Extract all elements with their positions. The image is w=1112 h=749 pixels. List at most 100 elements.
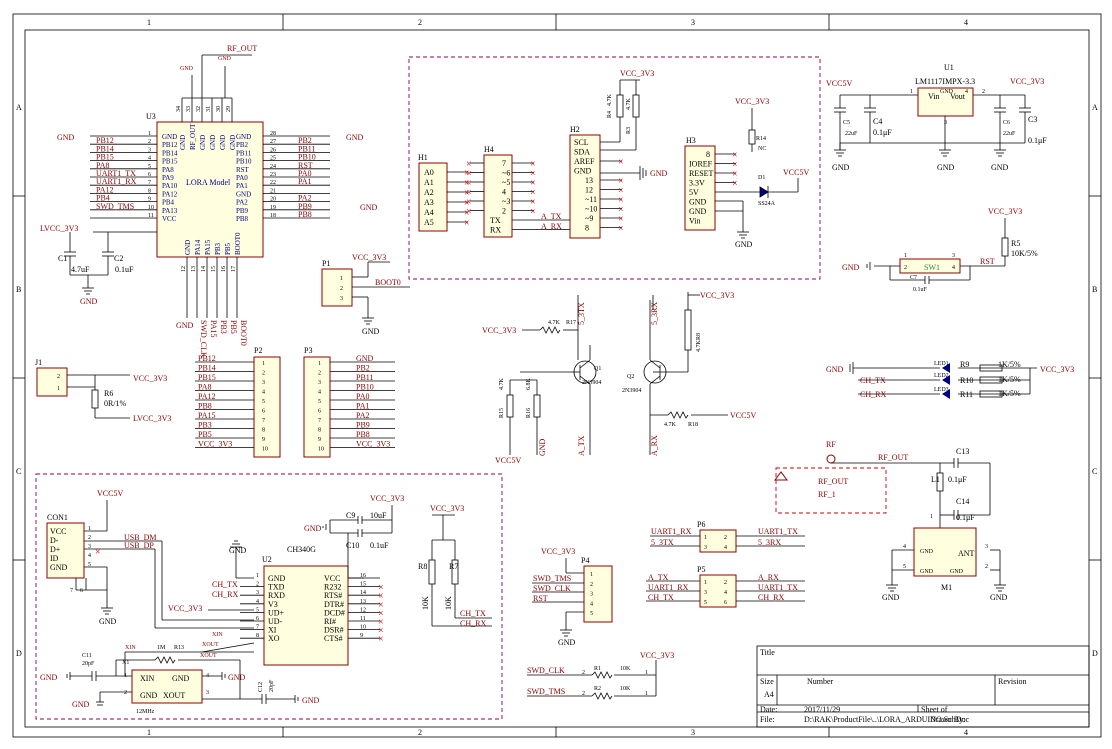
row-label: C: [16, 467, 21, 476]
r14-val: NC: [758, 146, 766, 152]
sw-pin: 3: [952, 253, 955, 259]
pin-name: PA12: [162, 190, 178, 198]
net: 5_3RX: [758, 538, 781, 547]
pin: 9: [262, 437, 265, 443]
r4-val: 4.7K: [607, 94, 613, 107]
vcc-label: VCC_3V3: [988, 207, 1022, 216]
pin: 1: [57, 386, 60, 392]
size-value: A4: [764, 690, 774, 699]
net-label: PA1: [298, 177, 312, 186]
vcc5-label: VCC5V: [495, 456, 521, 465]
vcc3-label: VCC_3V3: [640, 651, 674, 660]
53tx-net: 5_3TX: [577, 302, 586, 325]
r17-ref: R17: [566, 320, 576, 326]
pin-name: 12: [585, 186, 593, 195]
swd-net: RST: [533, 594, 548, 603]
r-val: 1K/5%: [998, 360, 1021, 369]
row-label: B: [16, 285, 21, 294]
vcc3-label: VCC_3V3: [370, 494, 404, 503]
pin-number: 28: [270, 131, 276, 137]
pin-name: D+: [50, 545, 61, 554]
gnd-pin: GND: [950, 569, 964, 575]
pin: 4: [903, 544, 906, 550]
q1-ref: Q1: [594, 366, 601, 372]
pin: 3: [206, 690, 209, 696]
r13-ref: R13: [174, 645, 184, 651]
nc-mark: ×: [466, 169, 472, 180]
pin-name: PA10: [162, 182, 178, 190]
gnd-label: GND: [650, 169, 668, 178]
pin-number: 33: [186, 106, 192, 112]
nc-mark: ×: [464, 168, 470, 179]
net-label: RST: [298, 161, 313, 170]
pin-name: GND: [50, 563, 68, 572]
net-label: PB12: [96, 136, 114, 145]
gnd-label: GND: [362, 327, 380, 336]
pin: 2: [582, 691, 585, 697]
c7-val: 0.1uF: [913, 287, 928, 293]
rf-title: RF: [826, 440, 836, 449]
net-label: PA12: [96, 185, 114, 194]
nc-mark: ×: [618, 224, 624, 235]
pin-number: 11: [148, 213, 154, 219]
vcc3-label: VCC_3V3: [430, 504, 464, 513]
pin-name: ID: [50, 554, 59, 563]
pin-number: 27: [270, 139, 276, 145]
pin: 6: [262, 409, 265, 415]
d1-label: D1: [758, 175, 765, 181]
pin-name: PA8: [162, 166, 174, 174]
pin-name: PB14: [162, 149, 178, 157]
nc-mark: ×: [732, 179, 738, 190]
pin-name: RF_OUT: [189, 123, 197, 150]
pin-name: PB11: [236, 149, 252, 157]
r-val: 10K: [620, 686, 631, 692]
pin-number: 3: [256, 590, 259, 596]
net-label: PA2: [356, 411, 370, 420]
net-label: PA12: [198, 392, 216, 401]
row-label: C: [1092, 467, 1097, 476]
pin-name: UD+: [268, 608, 285, 617]
header-p2: P2 1PB122PB143PB154PA85PA126PB87PA158PB3…: [195, 346, 281, 458]
pin-number: 14: [360, 590, 366, 596]
nc-mark: ×: [378, 583, 384, 594]
row-label: D: [1092, 649, 1098, 658]
pin: 3: [262, 380, 265, 386]
pin: 10: [318, 447, 324, 453]
pin: 4: [724, 545, 727, 551]
pin-name: DSR#: [324, 626, 344, 635]
pin-number: 32: [196, 106, 202, 112]
pin: 4: [590, 601, 593, 607]
pin-name: GND: [179, 135, 187, 150]
net: UART1_TX: [758, 583, 798, 592]
pin-number: 25: [270, 156, 276, 162]
file-label: File:: [760, 715, 775, 724]
header-p1: P1 1 2 3 VCC_3V3 BOOT0 GND: [321, 253, 410, 336]
gnd-label: GND: [218, 56, 232, 62]
lvcc-label: LVCC_3V3: [40, 224, 78, 233]
pin: 1: [645, 670, 648, 676]
pin2: 2: [982, 89, 985, 95]
r7-ref: R7: [449, 562, 458, 571]
r13-val: 1M: [157, 645, 166, 651]
net: UART1_RX: [651, 527, 692, 536]
nc-mark: ×: [618, 195, 624, 206]
nc-mark: ×: [378, 617, 384, 628]
pin-name: BOOT0: [234, 232, 242, 255]
pin-name: VCC: [50, 527, 66, 536]
r-val: 1K/5%: [998, 389, 1021, 398]
pin: 5: [318, 399, 321, 405]
c12-ref: C12: [258, 682, 264, 692]
gnd-pin: GND: [172, 674, 190, 683]
pin3: 3: [944, 120, 947, 126]
vcc3-label: VCC_3V3: [1010, 77, 1044, 86]
ref-label: U2: [262, 555, 272, 564]
nc-mark: ×: [466, 159, 472, 170]
pin-name: 2: [502, 207, 506, 216]
net-label: PA15: [209, 320, 218, 338]
nc-mark: ×: [464, 208, 470, 219]
c14-val: 0.1μF: [956, 513, 975, 522]
r15-val: 4.7K: [499, 378, 505, 391]
header-p3: P3 1GND2PB23PB114PB105PA06PA17PA28PB99PB…: [303, 346, 395, 458]
pin: 3: [318, 380, 321, 386]
